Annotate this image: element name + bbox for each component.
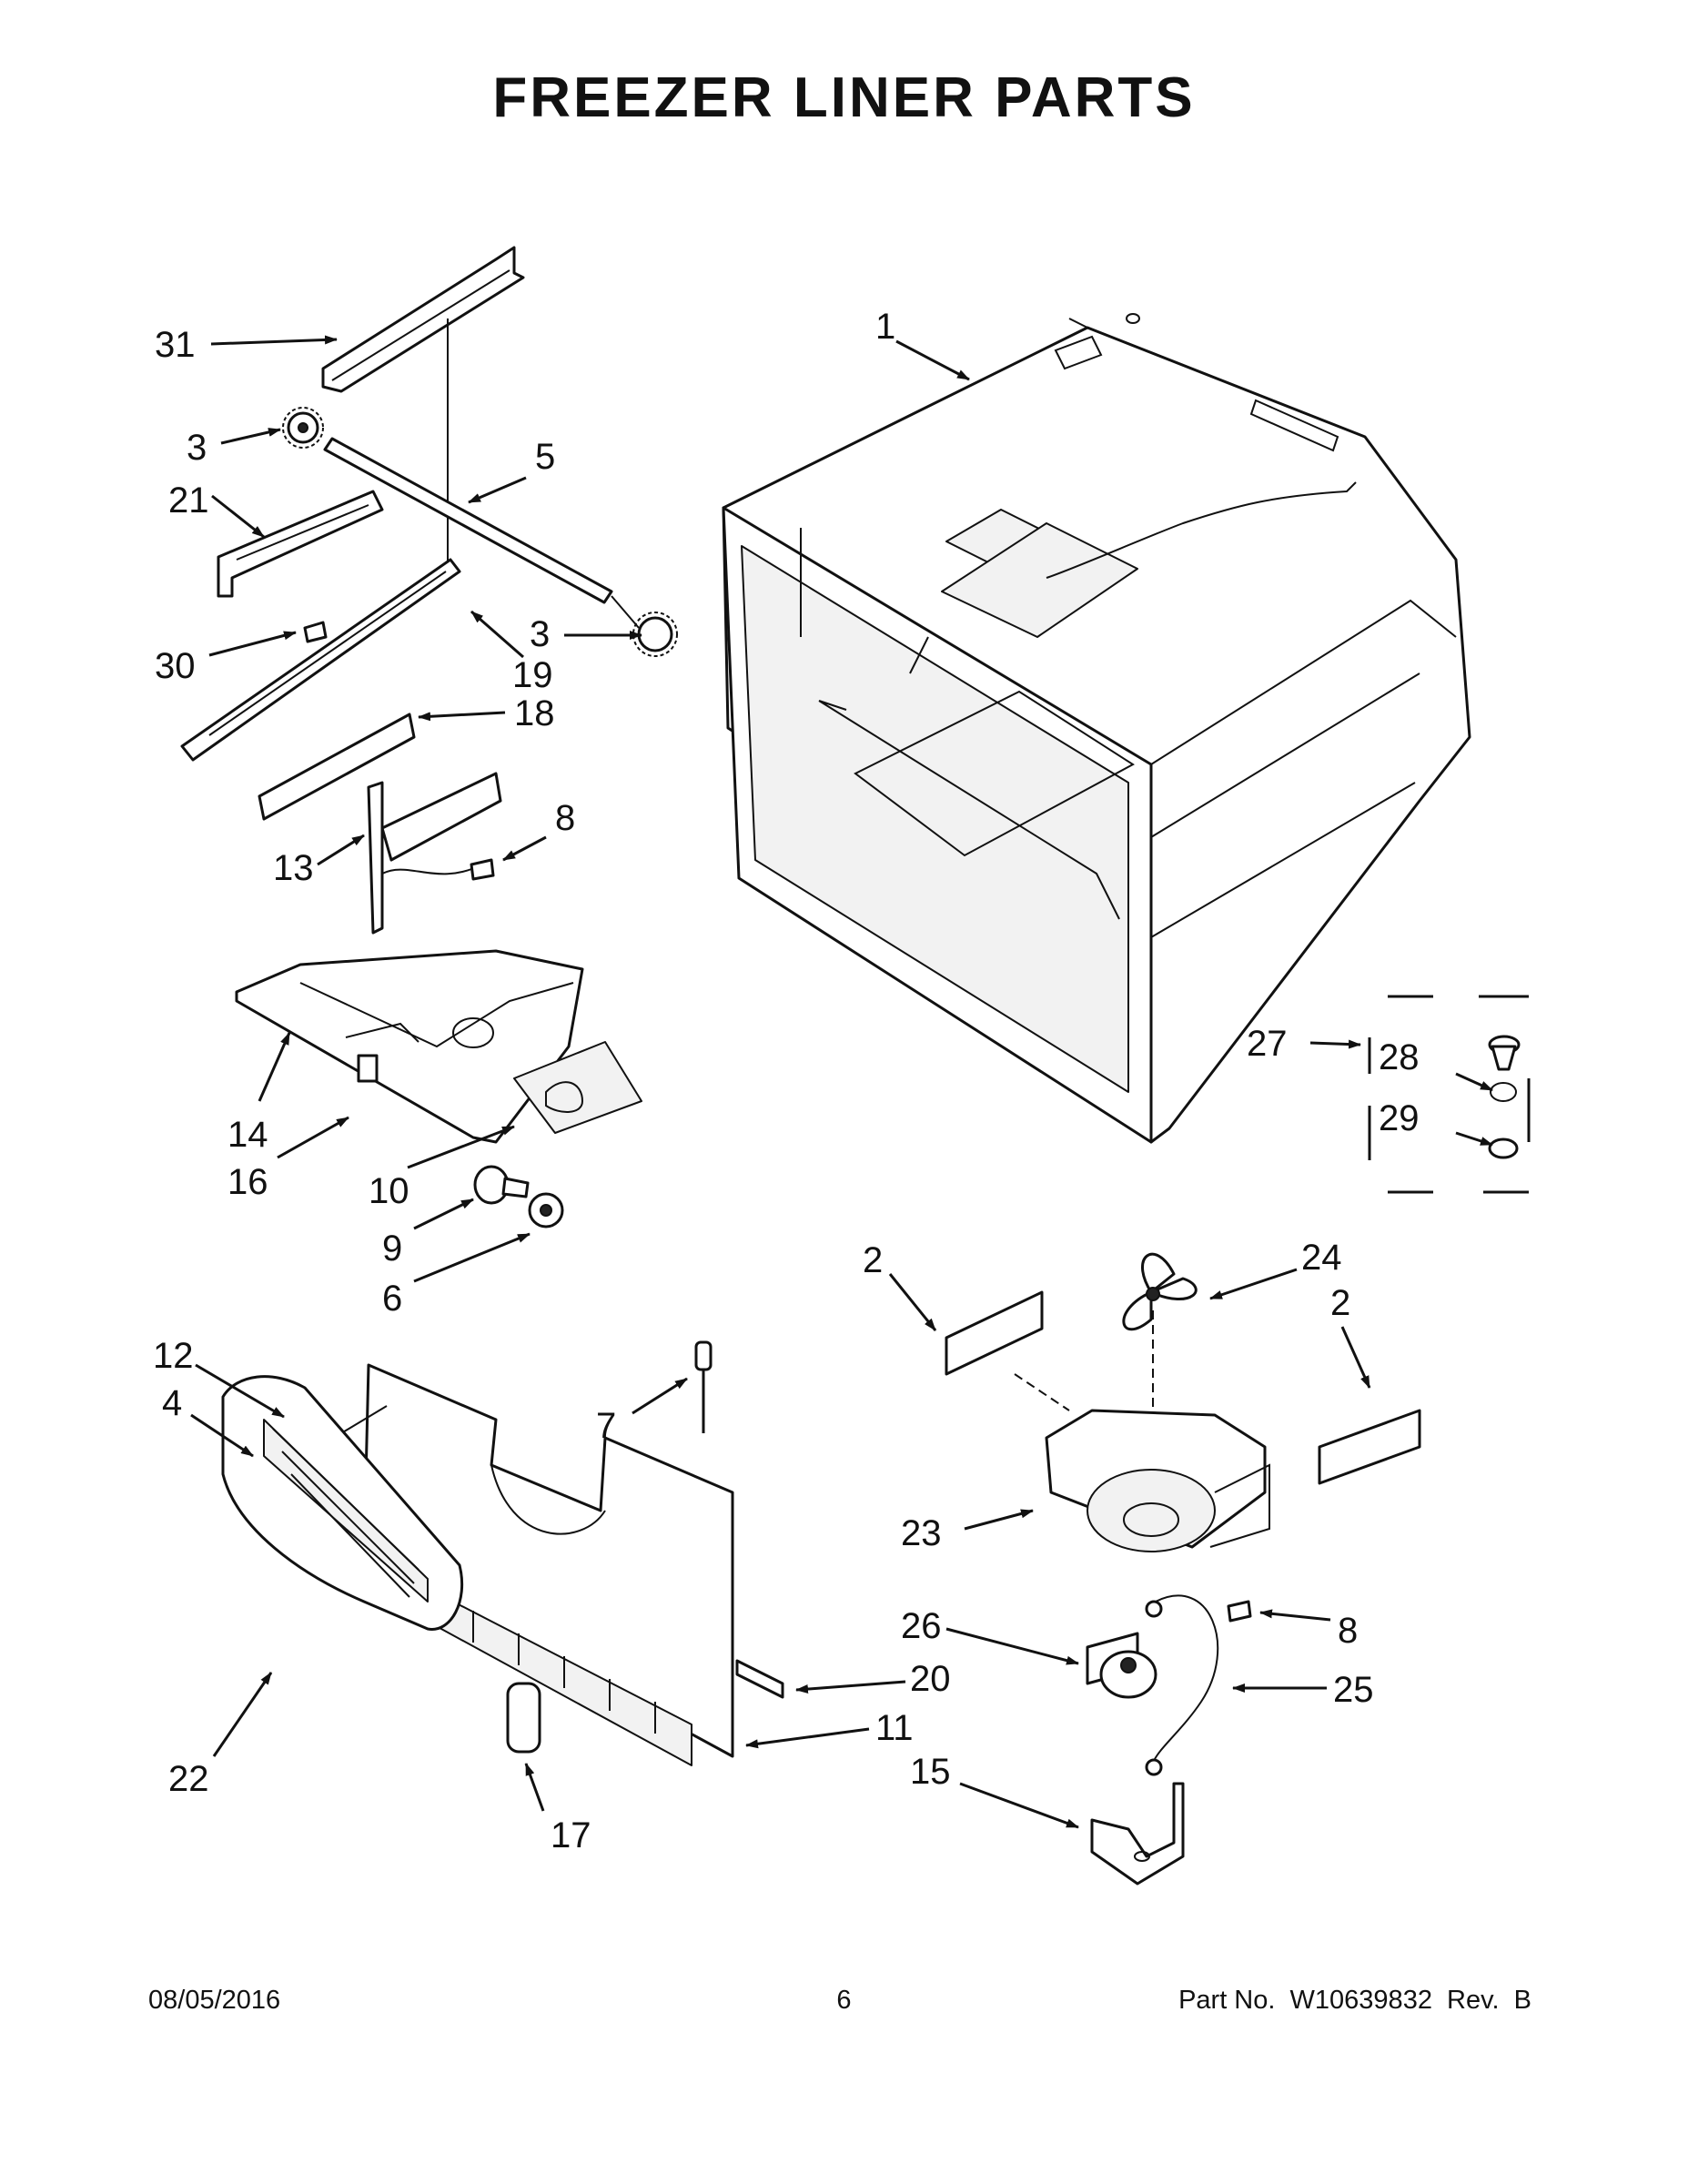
callout-14: 14 [227,1115,268,1155]
drain-strainer-part [1488,1035,1521,1071]
callout-22: 22 [168,1759,209,1799]
callout-30: 30 [155,646,196,686]
screw-part-8-lower [1227,1600,1252,1623]
thermistor-part [694,1340,713,1433]
callout-24: 24 [1301,1238,1342,1278]
callout-18: 18 [514,693,555,733]
freezer-liner-part [722,313,1471,1144]
callout-8-upper: 8 [555,798,575,838]
fan-motor-part [1086,1632,1157,1699]
light-housing-part [235,949,584,1144]
light-bulb-part [473,1165,530,1205]
callout-26: 26 [901,1606,942,1646]
motor-bracket-part [1090,1782,1185,1886]
callout-27: 27 [1247,1024,1288,1064]
callout-10: 10 [369,1171,409,1211]
callout-6: 6 [382,1279,402,1319]
callout-20: 20 [910,1659,951,1699]
slide-rail-part [180,558,461,762]
callout-1: 1 [875,307,895,347]
insulation-pad-left [945,1290,1044,1376]
screw-part-8-upper [470,858,495,881]
callout-31: 31 [155,325,196,365]
screw-part-30 [303,621,328,643]
rail-guide-part [258,713,416,821]
fan-housing-part [1045,1409,1270,1552]
callout-11: 11 [875,1708,914,1748]
footer-page-number: 6 [836,1986,852,2015]
callout-2-left: 2 [863,1240,883,1280]
bracket-part [367,772,502,935]
gear-part-bottom [611,595,678,657]
footer-date: 08/05/2016 [148,1986,281,2015]
light-switch-part-17 [506,1682,541,1754]
light-socket-part [528,1192,564,1228]
page-title: FREEZER LINER PARTS [492,66,1196,129]
callout-5: 5 [535,437,555,477]
gear-part-top [282,407,324,449]
callout-8-lower: 8 [1338,1611,1358,1651]
callout-28: 28 [1379,1037,1420,1077]
callout-29: 29 [1379,1098,1420,1138]
callout-19: 19 [512,655,553,695]
light-shield-part-10 [513,1041,642,1134]
callout-12: 12 [153,1336,194,1376]
footer-part-number: Part No. W10639832 Rev. B [1178,1986,1531,2015]
callout-4: 4 [162,1383,182,1423]
foam-strip-part [735,1659,784,1699]
slide-bracket-part [217,490,384,598]
top-rail-part [321,246,525,573]
callout-17: 17 [551,1815,591,1855]
shaft-rod-part [323,437,613,604]
callout-23: 23 [901,1513,942,1553]
callout-25: 25 [1333,1670,1374,1710]
grille-part [221,1375,464,1631]
switch-part-16 [357,1054,379,1083]
callout-labels: 31 1 3 5 21 3 30 19 18 8 13 27 28 29 14 … [153,307,1420,1855]
insulation-pad-right [1318,1409,1421,1485]
fan-blade-part [1014,1252,1198,1502]
callout-21: 21 [168,480,209,521]
callout-9: 9 [382,1228,402,1269]
callout-3-bottom: 3 [530,614,550,654]
motor-wire-part [1145,1594,1219,1776]
drain-plug-part [1488,1138,1519,1159]
callout-2-right: 2 [1330,1283,1350,1323]
callout-15: 15 [910,1752,951,1792]
callout-3-top: 3 [187,428,207,468]
o-ring-part [1490,1082,1517,1102]
callout-7: 7 [596,1406,616,1446]
callout-13: 13 [273,848,314,888]
kit-bracket-27 [1368,995,1531,1194]
leader-lines [190,335,1493,1829]
callout-16: 16 [227,1162,268,1202]
